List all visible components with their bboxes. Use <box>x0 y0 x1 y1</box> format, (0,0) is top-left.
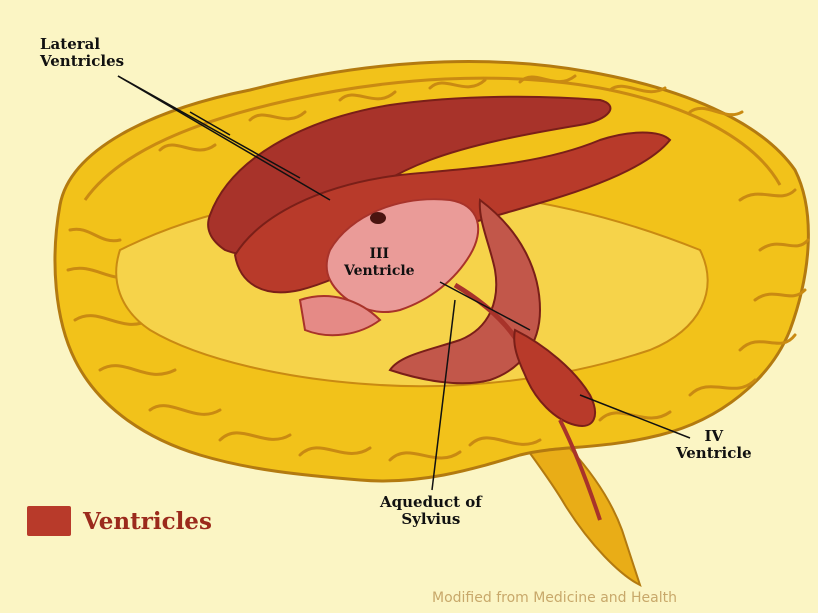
label-aqueduct-of-sylvius: Aqueduct of Sylvius <box>380 494 482 528</box>
legend: Ventricles <box>27 506 212 536</box>
legend-swatch <box>27 506 71 536</box>
legend-label: Ventricles <box>83 508 212 535</box>
label-fourth-ventricle: IV Ventricle <box>676 428 752 462</box>
source-credit: Modified from Medicine and Health <box>432 590 677 606</box>
label-third-ventricle: III Ventricle <box>344 246 415 280</box>
label-lateral-ventricles: Lateral Ventricles <box>40 36 124 70</box>
